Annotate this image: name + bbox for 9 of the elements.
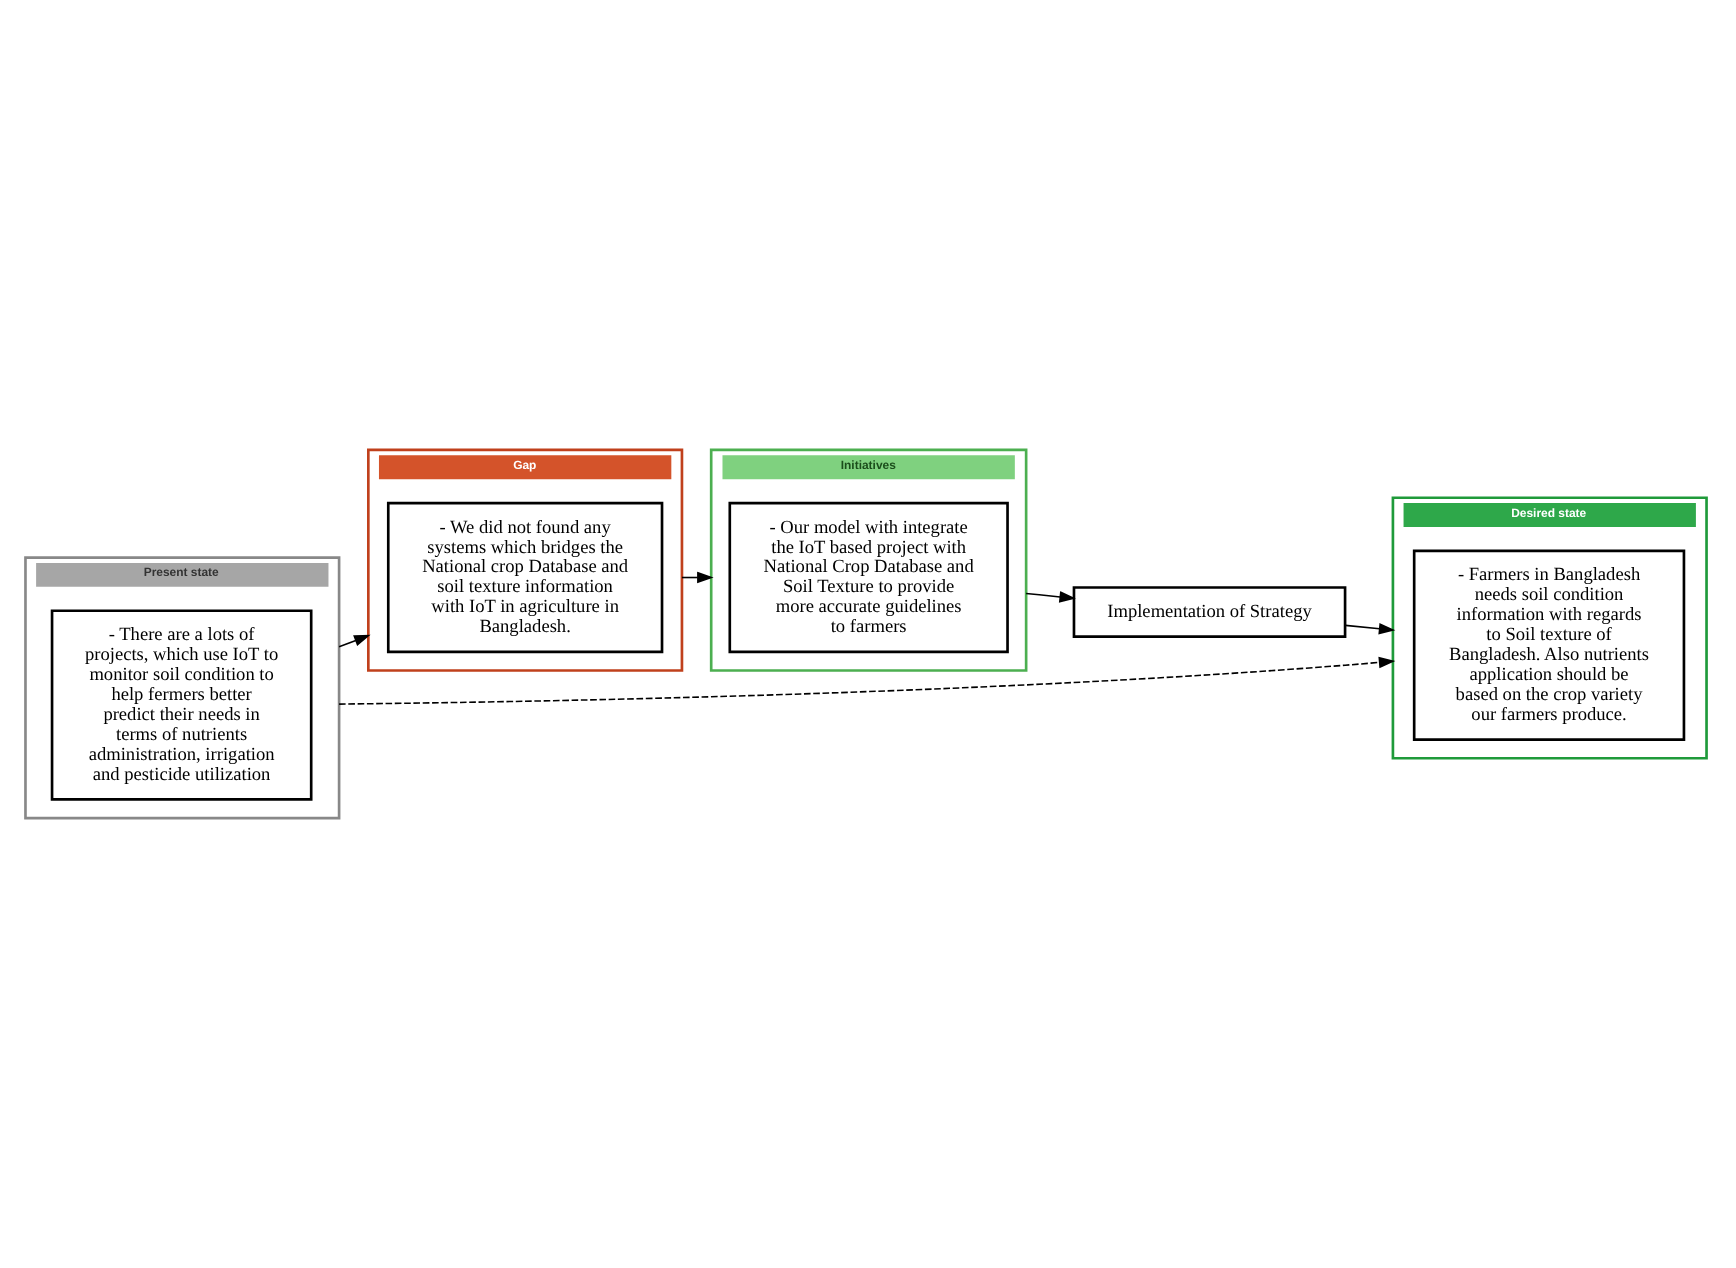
node-box: - There are a lots of projects, which use IoT to monitor soil condition to help fermers better predict their needs in terms of nutrients administration, irrigation and pesticide utilization <box>50 609 313 801</box>
arrow <box>1344 622 1396 635</box>
node-box: Implementation of Strategy <box>1072 586 1347 638</box>
node-box: - We did not found any systems which bridges the National crop Database and soil texture information with IoT in agriculture in Bangladesh. <box>386 501 664 654</box>
arrow <box>1025 591 1076 603</box>
node-box: - Farmers in Bangladesh needs soil condition information with regards to Soil texture of Bangladesh. Also nutrients application should be based on the crop variety our farmers produce. <box>1412 549 1686 741</box>
node-box: - Our model with integrate the IoT based project with National Crop Database and Soil Texture to provide more accurate guidelines to farmers <box>728 501 1009 654</box>
arrow <box>338 634 371 648</box>
arrow <box>338 656 1396 705</box>
